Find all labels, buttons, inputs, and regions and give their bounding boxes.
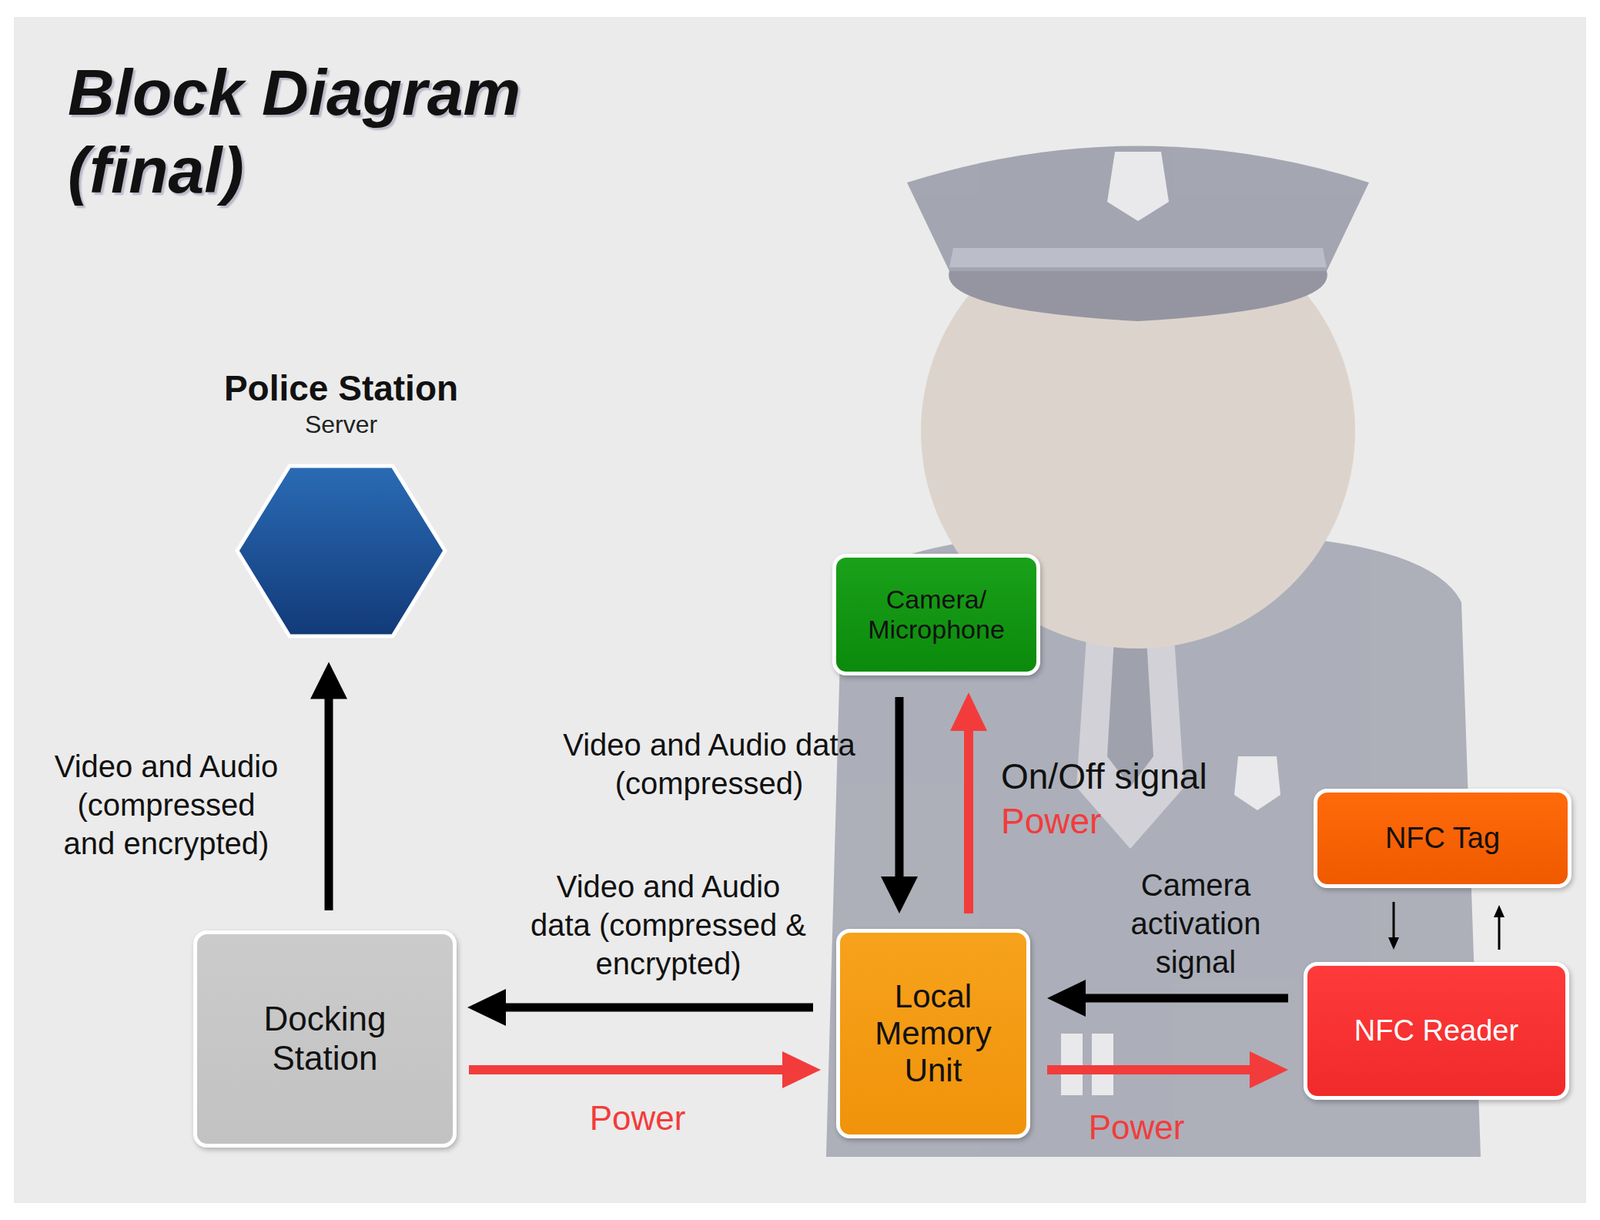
connector-arrow <box>1493 904 1505 950</box>
arrowhead <box>950 692 988 731</box>
arrowhead <box>782 1051 821 1088</box>
server-hexagon-node: Police StationServer <box>187 367 496 640</box>
block-box: Camera/ Microphone <box>832 553 1041 676</box>
hexagon-outline <box>237 465 446 636</box>
arrowhead <box>1388 937 1400 950</box>
arrowhead <box>1047 979 1086 1017</box>
block-box: NFC Reader <box>1303 961 1570 1100</box>
hexagon-shape <box>234 462 449 640</box>
connector-arrow <box>1047 1051 1289 1088</box>
box-label: Docking Station <box>243 999 407 1078</box>
box-label: NFC Reader <box>1354 1014 1519 1048</box>
connector-label: Power <box>560 1096 715 1139</box>
block-box: Docking Station <box>193 930 457 1148</box>
block-box: NFC Tag <box>1313 788 1572 888</box>
connector-line <box>468 1064 784 1075</box>
box-label: Local Memory Unit <box>847 977 1019 1090</box>
arrowhead <box>1493 904 1505 918</box>
connector-line <box>1047 1064 1252 1075</box>
diagram-panel: Block Diagram (final) Police StationServe… <box>13 16 1587 1203</box>
connector-line <box>964 729 974 914</box>
arrowhead <box>310 662 348 700</box>
connector-label: Power <box>1059 1105 1214 1149</box>
box-label: Camera/ Microphone <box>850 584 1023 645</box>
box-label: NFC Tag <box>1385 821 1500 856</box>
connector-line <box>504 1003 814 1012</box>
arrowhead <box>1249 1051 1289 1088</box>
connector-label: Video and Audio data (compressed) <box>555 725 864 803</box>
connector-line <box>1392 901 1396 939</box>
connector-arrow <box>1047 979 1289 1017</box>
signal-label: Power <box>1000 799 1102 844</box>
connector-label: Video and Audio data (compressed & encry… <box>529 866 807 983</box>
connector-line <box>895 696 904 878</box>
connector-arrow <box>1388 901 1400 950</box>
arrowhead <box>467 988 506 1026</box>
connector-label: On/Off signal <box>1000 754 1208 800</box>
connector-line <box>1084 994 1289 1003</box>
node-heading: Police Station <box>187 367 496 410</box>
connector-line <box>324 697 334 911</box>
connector-arrow <box>467 988 814 1026</box>
connector-arrow <box>950 692 988 914</box>
connector-arrow <box>880 696 918 914</box>
node-subheading: Server <box>187 409 496 439</box>
arrowhead <box>880 876 918 914</box>
connector-line <box>1498 915 1501 950</box>
connector-arrow <box>468 1051 821 1088</box>
block-box: Local Memory Unit <box>836 928 1031 1139</box>
connector-label: Video and Audio (compressed and encrypte… <box>50 746 282 863</box>
connector-label: Camera activation signal <box>1114 865 1277 981</box>
diagram-title: Block Diagram (final) <box>67 53 607 210</box>
connector-arrow <box>310 662 348 911</box>
